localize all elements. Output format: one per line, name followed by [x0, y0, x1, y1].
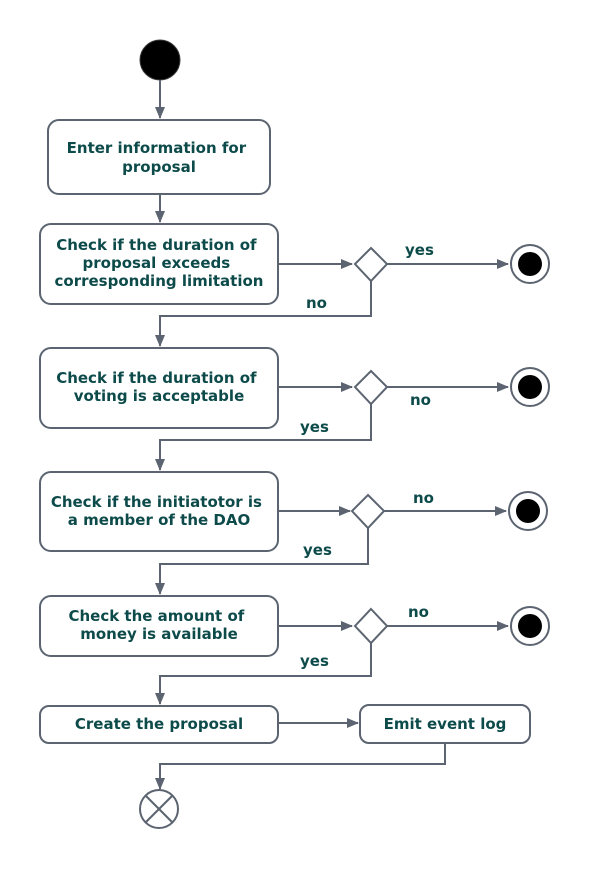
guard-d1-yes: yes: [405, 241, 434, 259]
activity-final-node-3: [508, 491, 548, 531]
action-check-duration-proposal-text: Check if the duration of proposal exceed…: [55, 236, 264, 290]
initial-node: [139, 39, 181, 81]
activity-final-node-2: [510, 367, 550, 407]
guard-d4-no: no: [408, 603, 429, 621]
action-check-money: Check the amount of money is available: [39, 595, 279, 657]
action-create-proposal-text: Create the proposal: [75, 715, 243, 733]
edge-emit-to-flowfinal: [155, 742, 446, 790]
edge-decision4-yes: [155, 643, 372, 705]
guard-d3-yes: yes: [303, 541, 332, 559]
action-create-proposal: Create the proposal: [39, 705, 279, 744]
decision-node-1: [353, 246, 389, 283]
flow-final-node: [139, 789, 179, 829]
edge-decision1-no: [155, 281, 372, 347]
activity-final-node-1: [510, 244, 550, 284]
action-check-duration-voting: Check if the duration of voting is accep…: [39, 347, 279, 429]
guard-d3-no: no: [413, 489, 434, 507]
action-check-money-text: Check the amount of money is available: [68, 607, 249, 643]
activity-final-node-4: [510, 606, 550, 646]
decision-node-2: [353, 369, 389, 406]
action-check-duration-voting-text: Check if the duration of voting is accep…: [56, 369, 262, 405]
guard-d4-yes: yes: [300, 652, 329, 670]
decision-node-3: [350, 493, 386, 530]
guard-d2-no: no: [410, 391, 431, 409]
decision-node-4: [353, 607, 389, 645]
action-check-initiator: Check if the initiatotor is a member of …: [39, 471, 279, 552]
edge-decision3-yes: [155, 528, 369, 595]
action-enter-info-text: Enter information for proposal: [67, 139, 252, 176]
action-emit-event: Emit event log: [359, 704, 531, 744]
action-check-duration-proposal: Check if the duration of proposal exceed…: [39, 223, 279, 305]
action-check-initiator-text: Check if the initiatotor is a member of …: [51, 493, 267, 529]
guard-d1-no: no: [306, 294, 327, 312]
edges: [155, 80, 509, 790]
guard-d2-yes: yes: [300, 418, 329, 436]
edge-decision2-yes: [155, 404, 372, 471]
action-emit-event-text: Emit event log: [384, 715, 507, 733]
action-enter-info: Enter information for proposal: [47, 119, 271, 195]
